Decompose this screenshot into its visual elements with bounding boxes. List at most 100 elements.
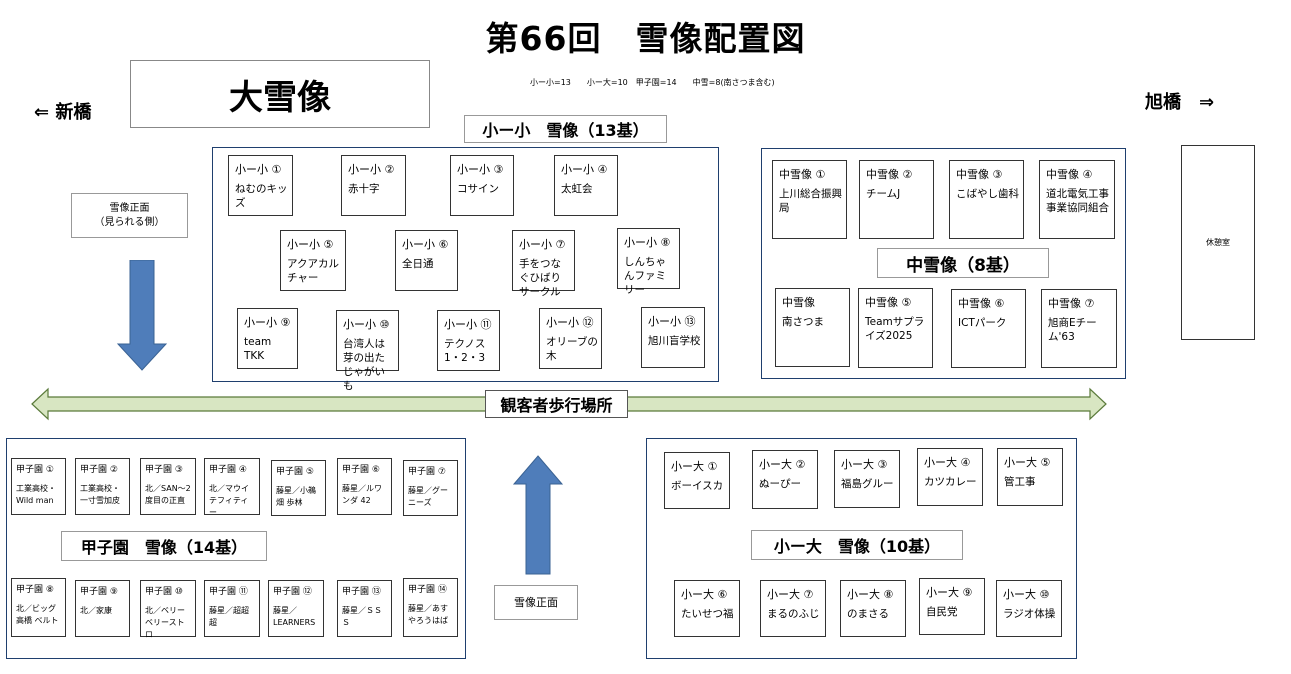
- statue-number-label: 中雪像 ⑦: [1048, 297, 1095, 310]
- statue-team-name: 工業高校・一寸雪加皮: [80, 484, 120, 505]
- statue-team-name: オリーブの木: [546, 336, 598, 362]
- statue-team-name: 北／ビッグ高橋 ベルト: [16, 604, 59, 625]
- statue-team-name: 福島グルー: [841, 478, 894, 490]
- statue-number-label: 甲子園 ⑩: [145, 587, 183, 597]
- counts-note: 小ー小=13 小ー大=10 甲子園=14 中雪=8(南さつま含む): [530, 78, 775, 87]
- statue-number-label: 小ー小 ⑨: [244, 316, 291, 329]
- page-title: 第66回 雪像配置図: [485, 19, 806, 58]
- statue-team-name: ボーイスカ: [671, 480, 724, 492]
- right-bridge-label: 旭橋 ⇒: [1145, 92, 1215, 113]
- statue-number-label: 小ー小 ⑥: [402, 238, 449, 251]
- statue-number-label: 小ー大 ⑩: [1003, 588, 1050, 601]
- statue-team-name: まるのふじ: [767, 608, 820, 620]
- statue-number-label: 中雪像 ⑥: [958, 297, 1005, 310]
- koshien-statue-card: 甲子園 ⑭ 藤星／あすやろうはば: [403, 578, 458, 637]
- statue-number-label: 小ー大 ⑦: [767, 588, 814, 601]
- statue-number-label: 中雪像 ②: [866, 168, 913, 181]
- shosho-group-label: 小ー小 雪像（13基）: [464, 115, 667, 143]
- statue-number-label: 小ー大 ⑨: [926, 586, 973, 599]
- statue-number-label: 甲子園 ⑬: [342, 587, 381, 597]
- statue-team-name: テクノス1・2・3: [444, 338, 486, 364]
- statue-team-name: 道北電気工事事業協同組合: [1046, 188, 1109, 214]
- statue-team-name: 台湾人は芽の出たじゃがいも: [343, 338, 385, 392]
- statue-team-name: のまさる: [847, 608, 889, 620]
- statue-number-label: 小ー大 ④: [924, 456, 971, 469]
- chu-statue-card: 中雪像 ⑤ Teamサプライズ2025: [858, 288, 933, 368]
- statue-team-name: ICTパーク: [958, 317, 1007, 329]
- statue-team-name: team TKK: [244, 336, 272, 362]
- statue-team-name: 北／ベリーベリーストロ: [145, 606, 185, 639]
- shodai-statue-card: 小ー大 ⑦ まるのふじ: [760, 580, 826, 637]
- chu-statue-card: 中雪像南さつま: [775, 288, 850, 367]
- statue-number-label: 小ー小 ⑩: [343, 318, 390, 331]
- statue-number-label: 甲子園 ②: [80, 465, 118, 475]
- shodai-statue-card: 小ー大 ⑨ 自民党: [919, 578, 985, 635]
- rest-area-box: 休憩室: [1181, 145, 1255, 340]
- statue-number-label: 中雪像 ①: [779, 168, 826, 181]
- statue-team-name: ぬーぴー: [759, 478, 801, 490]
- statue-team-name: コサイン: [457, 183, 499, 195]
- statue-number-label: 甲子園 ⑭: [408, 585, 447, 595]
- statue-team-name: 自民党: [926, 606, 958, 618]
- statue-number-label: 甲子園 ⑫: [273, 587, 312, 597]
- statue-team-name: ラジオ体操: [1003, 608, 1056, 620]
- front-box: 雪像正面: [494, 585, 578, 620]
- statue-number-label: 甲子園 ①: [16, 465, 54, 475]
- statue-number-label: 甲子園 ⑪: [209, 587, 248, 597]
- statue-team-name: Teamサプライズ2025: [865, 316, 925, 342]
- statue-team-name: 赤十字: [348, 183, 380, 195]
- statue-team-name: 藤星／ルワンダ 42: [342, 484, 382, 505]
- statue-team-name: 藤星／ＳＳＳ: [342, 606, 382, 627]
- walkway-label: 観客者歩行場所: [485, 390, 628, 418]
- up-arrow-icon: [512, 455, 564, 575]
- left-bridge-label: ⇐ 新橋: [34, 102, 92, 123]
- statue-number-label: 中雪像 ④: [1046, 168, 1093, 181]
- statue-team-name: カツカレー: [924, 476, 977, 488]
- large-snow-statue-box: 大雪像: [130, 60, 430, 128]
- statue-number-label: 甲子園 ⑦: [408, 467, 446, 477]
- statue-team-name: 手をつなぐひばりサークル: [519, 258, 561, 298]
- statue-team-name: 藤星／小鵜畑 歩林: [276, 486, 316, 507]
- front-side-label-line1: 雪像正面: [109, 202, 150, 214]
- koshien-statue-card: 甲子園 ⑬ 藤星／ＳＳＳ: [337, 580, 392, 637]
- statue-number-label: 小ー小 ⑧: [624, 236, 671, 249]
- statue-team-name: 工業高校・Wild man: [16, 484, 56, 505]
- statue-number-label: 小ー大 ③: [841, 458, 888, 471]
- koshien-group-label: 甲子園 雪像（14基）: [61, 531, 267, 561]
- koshien-group: [6, 438, 466, 659]
- front-side-box: 雪像正面 （見られる側）: [71, 193, 188, 238]
- statue-number-label: 甲子園 ④: [209, 465, 247, 475]
- shosho-group: [212, 147, 719, 382]
- statue-number-label: 小ー小 ⑪: [444, 318, 492, 331]
- front-side-label-line2: （見られる側）: [94, 216, 165, 228]
- statue-team-name: チームJ: [866, 188, 901, 200]
- statue-team-name: アクアカルチャー: [287, 258, 339, 284]
- statue-number-label: 小ー小 ⑤: [287, 238, 334, 251]
- statue-team-name: 藤星／LEARNERS: [273, 606, 316, 627]
- statue-number-label: 中雪像 ⑤: [865, 296, 912, 309]
- chu-statue-card: 中雪像 ⑥ ICTパーク: [951, 289, 1026, 368]
- statue-team-name: 北／SAN〜2度目の正直: [145, 484, 191, 505]
- shosho-statue-card: 小ー小 ⑨ team TKK: [237, 308, 298, 369]
- shosho-statue-card: 小ー小 ⑩ 台湾人は芽の出たじゃがいも: [336, 310, 399, 392]
- statue-team-name: 藤星／あすやろうはば: [408, 604, 448, 625]
- statue-team-name: 旭川盲学校: [648, 335, 701, 347]
